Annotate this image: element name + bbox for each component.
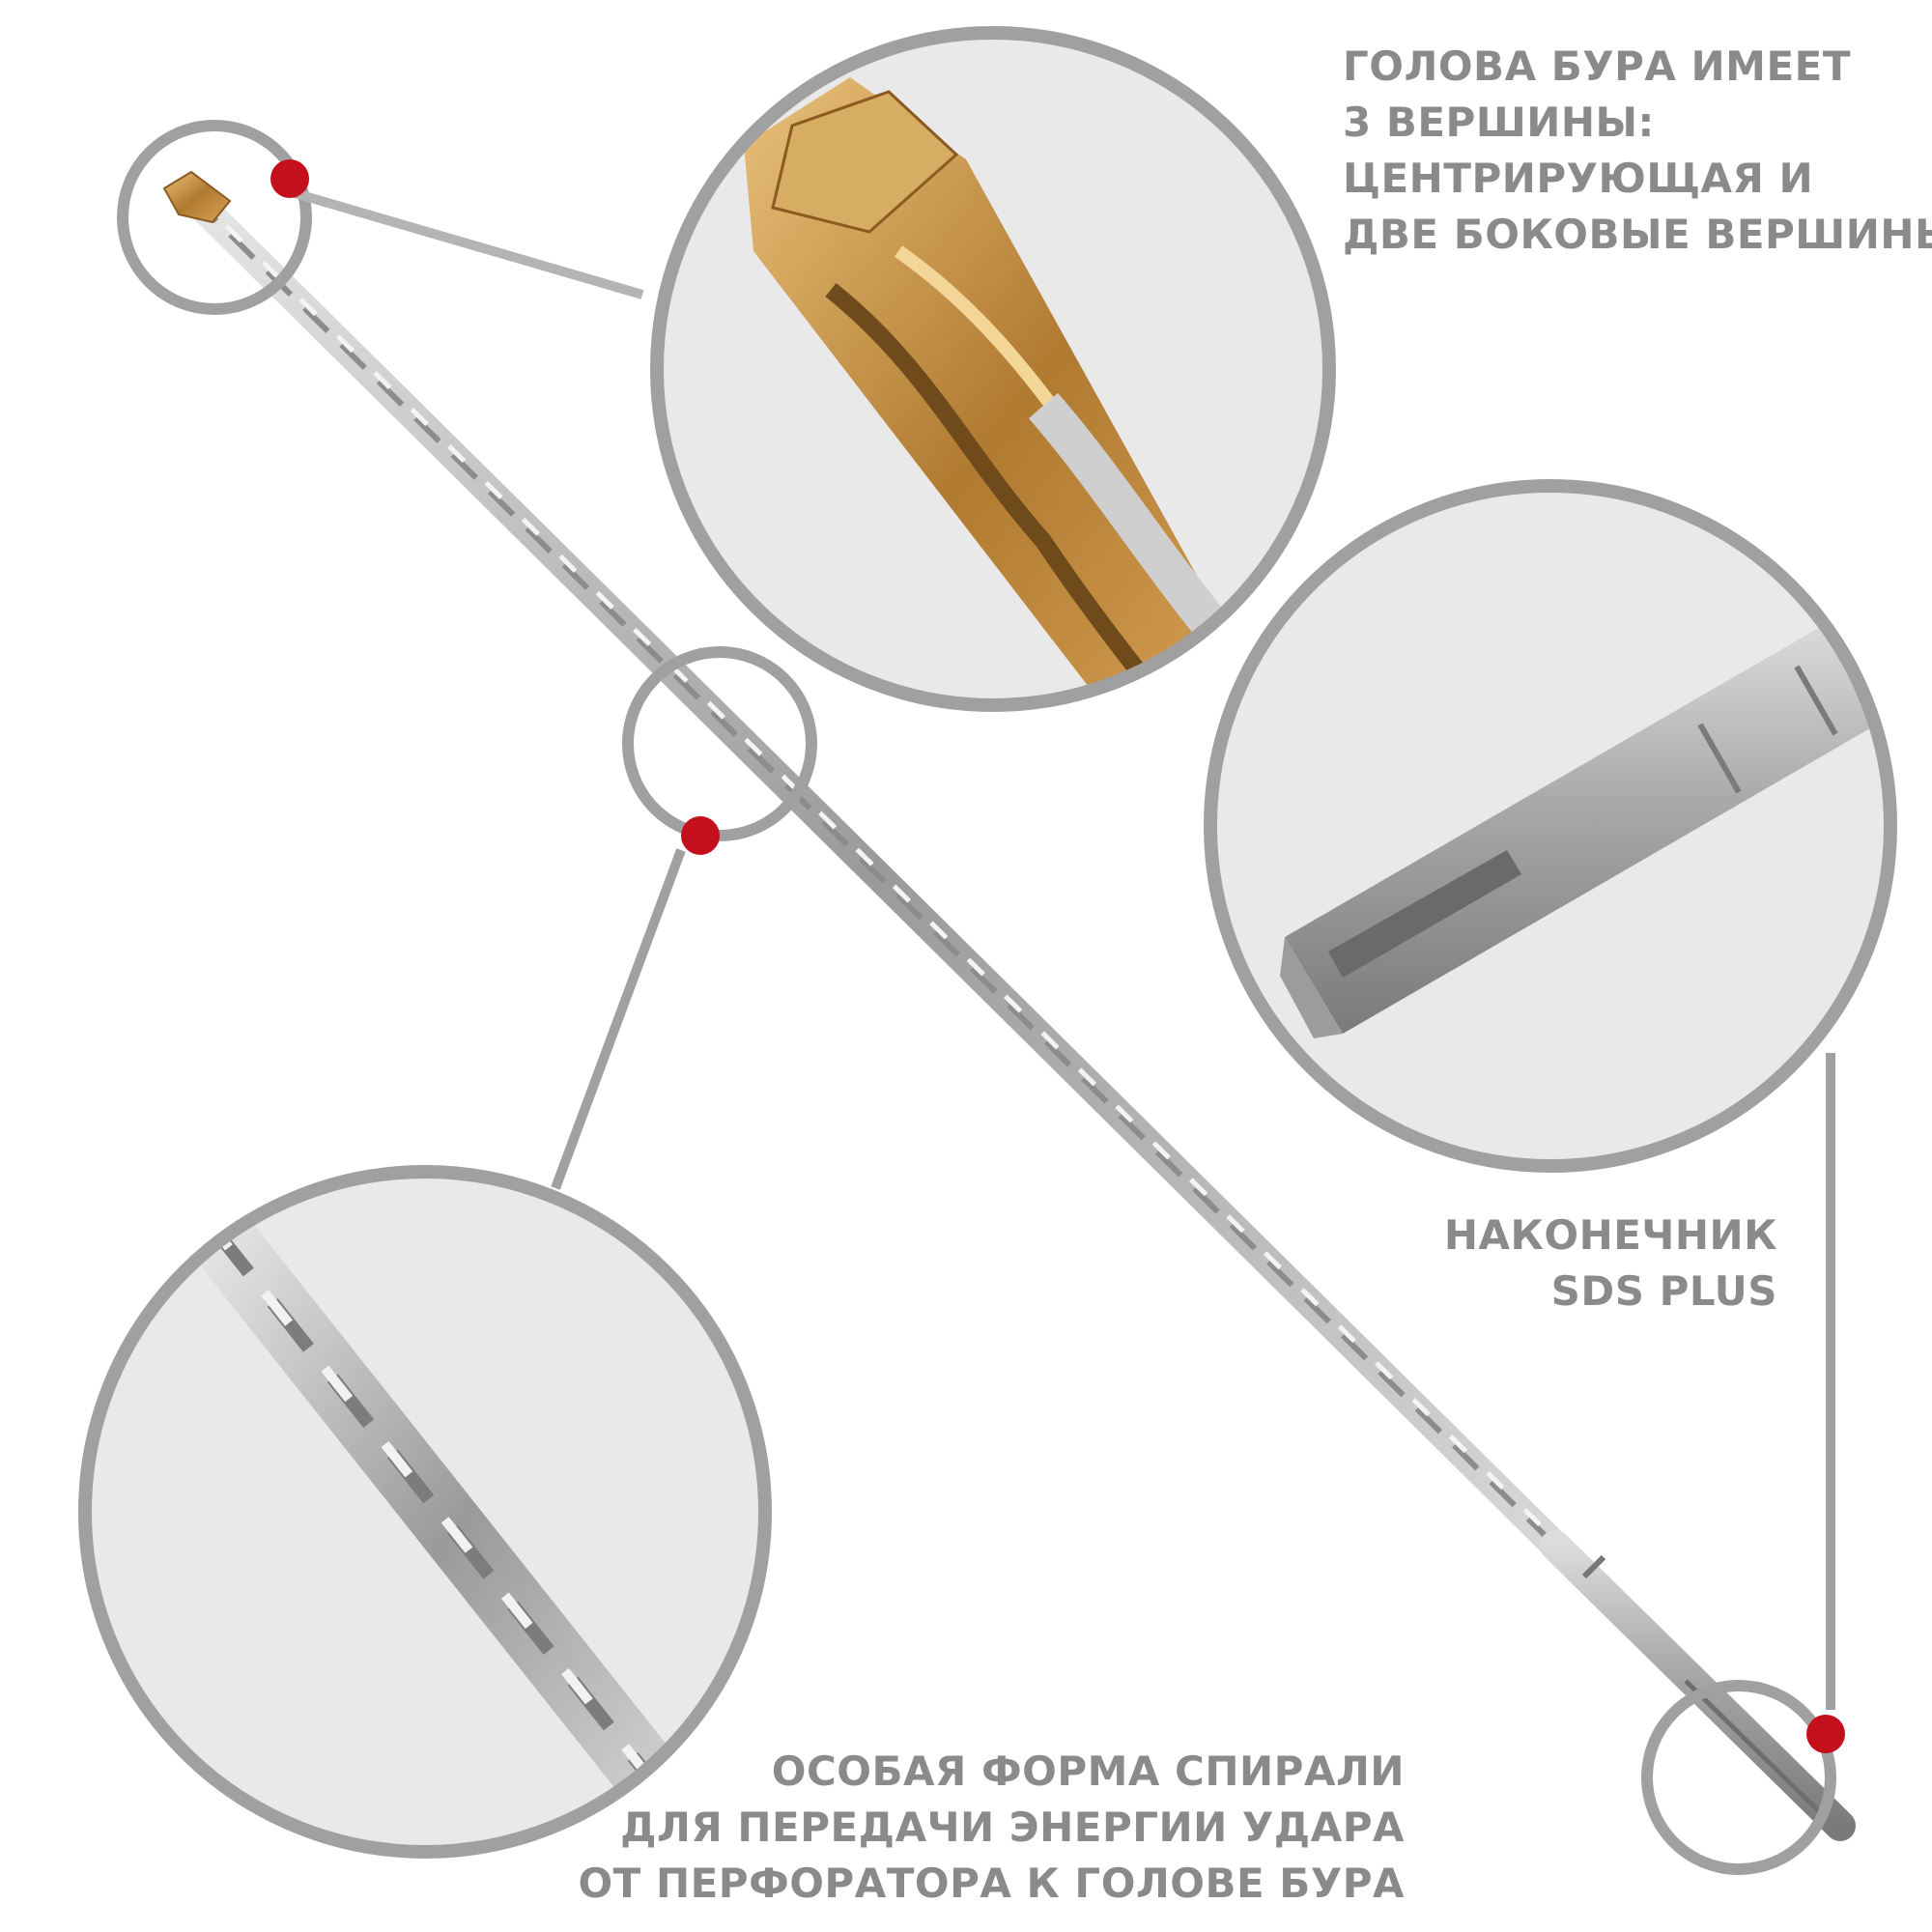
caption-spiral: ОСОБАЯ ФОРМА СПИРАЛИ ДЛЯ ПЕРЕДАЧИ ЭНЕРГИ…: [578, 1744, 1405, 1912]
drill-shank-slot: [1684, 1679, 1828, 1820]
caption-spiral-line: ОТ ПЕРФОРАТОРА К ГОЛОВЕ БУРА: [578, 1860, 1405, 1907]
drill-shank: [1540, 1530, 1856, 1841]
callout-dot-head: [270, 159, 309, 198]
drill-flute-core: [190, 195, 1558, 1548]
caption-head: ГОЛОВА БУРА ИМЕЕТ 3 ВЕРШИНЫ: ЦЕНТРИРУЮЩА…: [1343, 39, 1932, 263]
callout-dot-shank: [1806, 1715, 1845, 1753]
callout-dot-spiral: [681, 816, 720, 855]
drill-carbide-tip: [162, 170, 232, 224]
callout-ring-shank: [1641, 1680, 1836, 1875]
caption-spiral-line: ОСОБАЯ ФОРМА СПИРАЛИ: [771, 1747, 1405, 1795]
drill-bit: [162, 170, 1856, 1841]
caption-head-line: 3 ВЕРШИНЫ:: [1343, 99, 1655, 146]
zoom-spiral-image: [179, 1193, 729, 1852]
caption-head-line: ДВЕ БОКОВЫЕ ВЕРШИНЫ: [1343, 211, 1932, 258]
caption-shank-line: SDS PLUS: [1550, 1267, 1777, 1315]
caption-head-line: ЦЕНТРИРУЮЩАЯ И: [1343, 155, 1814, 202]
caption-shank: НАКОНЕЧНИК SDS PLUS: [1444, 1208, 1777, 1320]
callout-ring-head: [117, 120, 312, 315]
zoom-shank-image: [1280, 618, 1890, 1038]
caption-spiral-line: ДЛЯ ПЕРЕДАЧИ ЭНЕРГИИ УДАРА: [620, 1804, 1405, 1851]
drill-shank-collar: [1581, 1554, 1606, 1579]
connector-spiral: [551, 848, 686, 1190]
zoom-circle-spiral: [78, 1165, 772, 1859]
caption-shank-line: НАКОНЕЧНИК: [1443, 1211, 1777, 1259]
callout-ring-spiral: [622, 646, 817, 841]
connector-head: [293, 188, 644, 299]
zoom-circle-shank: [1204, 479, 1897, 1173]
caption-head-line: ГОЛОВА БУРА ИМЕЕТ: [1343, 43, 1851, 90]
zoom-circle-head: [650, 26, 1336, 712]
drill-flute-highlight: [187, 187, 1553, 1538]
